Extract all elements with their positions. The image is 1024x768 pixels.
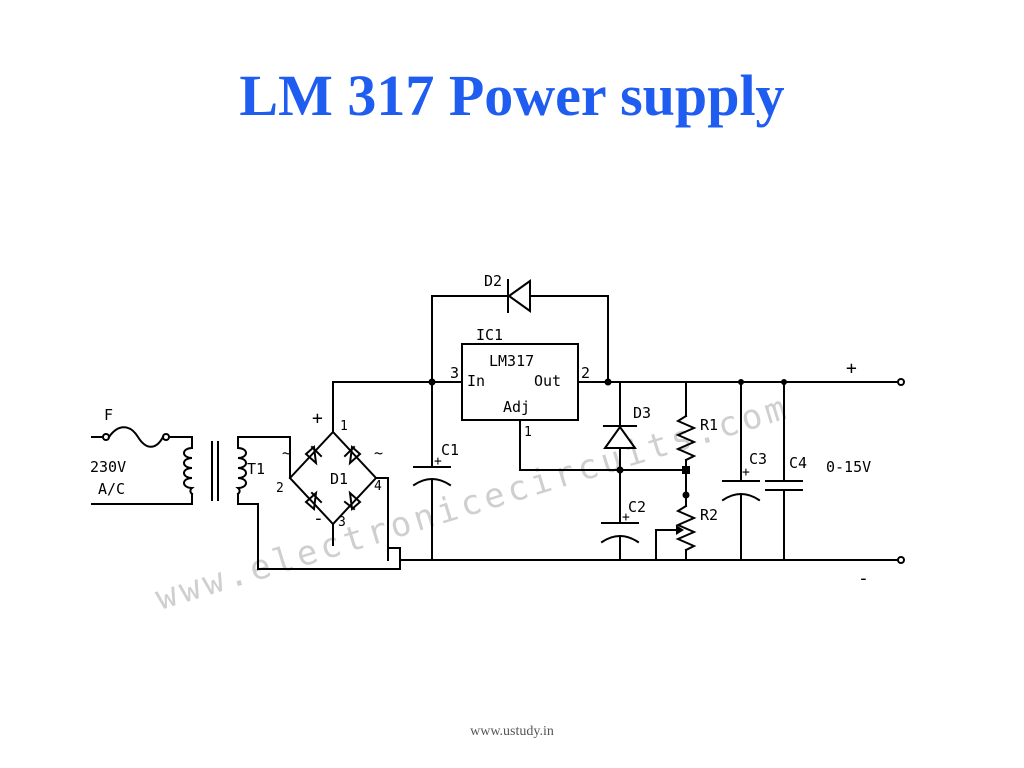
- input-rail: [332, 295, 463, 561]
- bridge-ac-left: ~: [282, 444, 291, 462]
- output-rail: [604, 378, 905, 386]
- output-plus: +: [846, 358, 857, 379]
- fuse-label: F: [104, 406, 113, 424]
- ic-pin-adj: 1: [524, 425, 532, 440]
- bridge-minus: -: [313, 508, 324, 529]
- bridge-pin-4: 4: [374, 479, 382, 494]
- ic-part-label: LM317: [489, 352, 534, 370]
- capacitor-c3: [721, 379, 761, 561]
- transformer-label: T1: [247, 460, 265, 478]
- ic-pin-in: 3: [450, 364, 459, 382]
- ic-in-label: In: [467, 372, 485, 390]
- ic-ref-label: IC1: [476, 326, 503, 344]
- potentiometer-r2: [655, 473, 697, 561]
- ic-out-label: Out: [534, 372, 561, 390]
- bridge-pin-2: 2: [276, 481, 284, 496]
- ic-pin-out: 2: [581, 364, 590, 382]
- watermark: www.electronicecircuits.com: [151, 387, 795, 618]
- c1-plus: +: [434, 454, 442, 469]
- diode-d2: [431, 279, 609, 383]
- capacitor-c2: [600, 469, 640, 561]
- footer-url: www.ustudy.in: [470, 724, 554, 739]
- bridge-pin-1: 1: [340, 419, 348, 434]
- r1-label: R1: [700, 416, 718, 434]
- c3-plus: +: [742, 465, 750, 480]
- bridge-plus: +: [312, 408, 323, 429]
- c2-plus: +: [622, 510, 630, 525]
- c2-label: C2: [628, 498, 646, 516]
- output-minus: -: [858, 568, 869, 589]
- capacitor-c4: [765, 379, 803, 561]
- mains-input: [91, 426, 193, 505]
- slide-title: LM 317 Power supply: [239, 63, 785, 128]
- d2-label: D2: [484, 272, 502, 290]
- r2-label: R2: [700, 506, 718, 524]
- input-type-label: A/C: [98, 480, 125, 498]
- ic-adj-label: Adj: [503, 398, 530, 416]
- bridge-ac-right: ~: [374, 444, 383, 462]
- ground-rail: [399, 556, 905, 564]
- transformer-t1: [183, 436, 401, 570]
- c3-label: C3: [749, 450, 767, 468]
- c4-label: C4: [789, 454, 807, 472]
- bridge-pin-3: 3: [338, 515, 346, 530]
- bridge-label: D1: [330, 470, 348, 488]
- output-range-label: 0-15V: [826, 458, 871, 476]
- bridge-rectifier: [288, 381, 401, 570]
- d3-label: D3: [633, 404, 651, 422]
- lm317-regulator: [461, 343, 687, 471]
- c1-label: C1: [441, 441, 459, 459]
- input-voltage-label: 230V: [90, 458, 126, 476]
- resistor-r1: [675, 381, 697, 474]
- diode-d3: [603, 381, 637, 474]
